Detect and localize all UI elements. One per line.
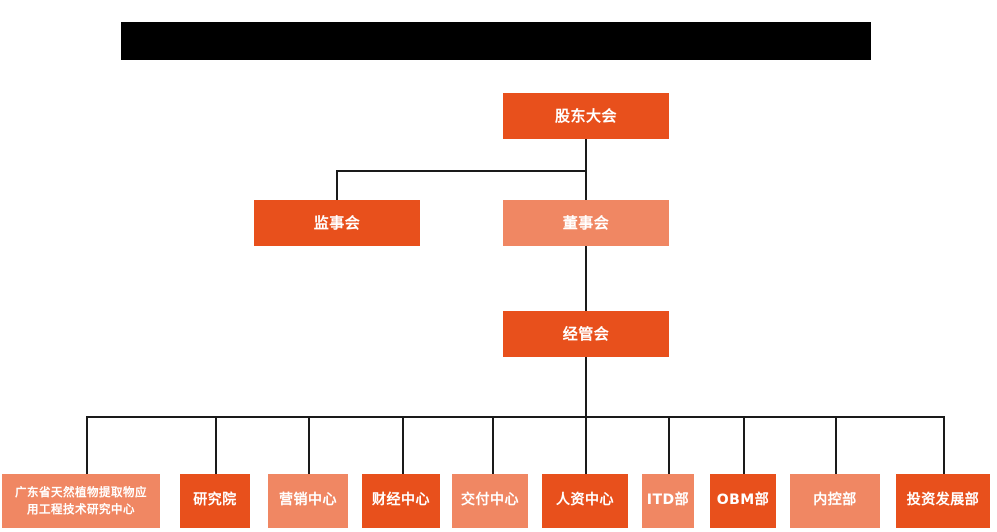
connector-directors-drop <box>585 170 587 200</box>
connector-level2-bus <box>336 170 587 172</box>
node-board-of-directors[interactable]: 董事会 <box>503 200 669 246</box>
connector-drop-research-center <box>86 416 88 474</box>
node-internal-control-dept[interactable]: 内控部 <box>790 474 880 528</box>
node-label-line2: 用工程技术研究中心 <box>27 502 135 516</box>
node-hr-center[interactable]: 人资中心 <box>542 474 628 528</box>
node-marketing-center[interactable]: 营销中心 <box>268 474 348 528</box>
node-shareholders-meeting[interactable]: 股东大会 <box>503 93 669 139</box>
redacted-title-bar <box>121 22 871 60</box>
connector-management-stem <box>585 357 587 418</box>
node-board-of-supervisors[interactable]: 监事会 <box>254 200 420 246</box>
node-label: 交付中心 <box>461 492 519 509</box>
node-itd-dept[interactable]: ITD部 <box>642 474 694 528</box>
node-obm-dept[interactable]: OBM部 <box>710 474 776 528</box>
connector-drop-internal-control-dept <box>835 416 837 474</box>
node-research-center[interactable]: 广东省天然植物提取物应 用工程技术研究中心 <box>2 474 160 528</box>
node-management-committee[interactable]: 经管会 <box>503 311 669 357</box>
node-label: 董事会 <box>562 213 610 232</box>
connector-drop-finance-center <box>402 416 404 474</box>
node-label: ITD部 <box>646 492 690 509</box>
node-investment-development-dept[interactable]: 投资发展部 <box>896 474 990 528</box>
node-label: 监事会 <box>313 213 361 232</box>
connector-level4-bus <box>86 416 944 418</box>
node-label: 营销中心 <box>279 492 337 509</box>
node-label: 经管会 <box>562 324 610 343</box>
connector-drop-research-institute <box>215 416 217 474</box>
connector-drop-itd-dept <box>668 416 670 474</box>
node-label: 财经中心 <box>372 492 430 509</box>
connector-drop-marketing-center <box>308 416 310 474</box>
connector-drop-hr-center <box>585 416 587 474</box>
node-research-institute[interactable]: 研究院 <box>180 474 250 528</box>
node-label: 人资中心 <box>556 492 614 509</box>
node-delivery-center[interactable]: 交付中心 <box>452 474 528 528</box>
node-label: 内控部 <box>813 492 857 509</box>
connector-drop-obm-dept <box>743 416 745 474</box>
connector-supervisors-drop <box>336 170 338 200</box>
node-finance-center[interactable]: 财经中心 <box>362 474 440 528</box>
connector-drop-investment-development-dept <box>943 416 945 474</box>
node-label: OBM部 <box>716 492 770 509</box>
connector-shareholders-stem <box>585 139 587 172</box>
node-label: 股东大会 <box>554 106 617 125</box>
connector-drop-delivery-center <box>492 416 494 474</box>
node-label: 研究院 <box>193 492 237 509</box>
node-label-line1: 广东省天然植物提取物应 <box>15 485 147 500</box>
node-label: 投资发展部 <box>906 492 980 509</box>
node-label: 广东省天然植物提取物应 用工程技术研究中心 <box>2 484 160 517</box>
connector-directors-to-management <box>585 242 587 312</box>
